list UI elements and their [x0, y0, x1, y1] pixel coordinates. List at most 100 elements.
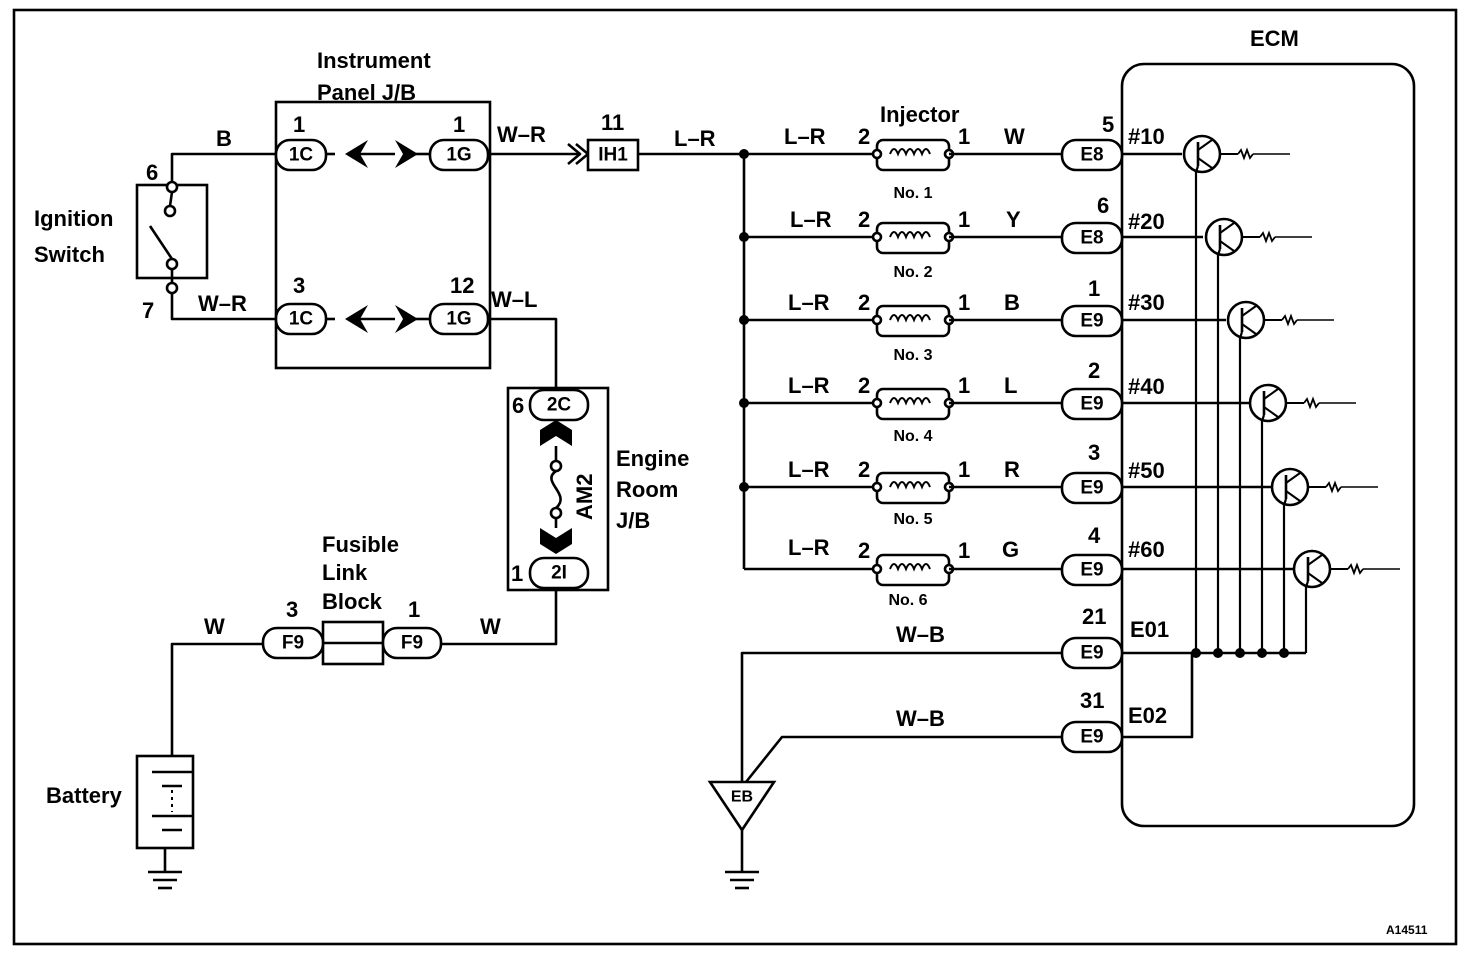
signal-6: #60: [1128, 537, 1165, 562]
pin-out-1: 1: [958, 124, 970, 149]
instrument-panel-jb-box: [274, 100, 492, 370]
injector-row-4: L–R 2 No. 4 1 L E9 2 #40: [739, 358, 1250, 445]
wire-label-out-3: B: [1004, 290, 1020, 315]
battery-box: [135, 754, 195, 850]
connector-label-4: E9: [1080, 394, 1103, 415]
ecm-pin-2: 6: [1097, 193, 1109, 218]
pin-in-5: 2: [858, 457, 870, 482]
wire-label-in-2: L–R: [790, 207, 832, 232]
connector-label-3: E9: [1080, 311, 1103, 332]
connector-1c-bottom-label: 1C: [289, 309, 314, 330]
pin-out-3: 1: [958, 290, 970, 315]
pin-2i: 1: [511, 561, 523, 586]
connector-1g-top-label: 1G: [446, 145, 471, 166]
ground-row-e01: E9 21 E01 W–B: [740, 604, 1169, 782]
wire-label-fuse-left: W: [204, 614, 225, 639]
signal-2: #20: [1128, 209, 1165, 234]
ecm-pin-4: 2: [1088, 358, 1100, 383]
transistor-1: [1182, 134, 1222, 174]
ecm-box: [1120, 62, 1416, 828]
fusible-link-block-label-3: Block: [322, 589, 383, 614]
connector-ih1-label: IH1: [598, 145, 628, 166]
injector-1: [875, 138, 951, 172]
injector-row-3: L–R 2 No. 3 1 B E9 1 #30: [739, 276, 1226, 364]
wire-label-in-3: L–R: [788, 290, 830, 315]
ground-pin-e02: 31: [1080, 688, 1104, 713]
transistor-6: [1292, 549, 1332, 589]
injector-5: [875, 471, 951, 505]
ecm-pin-6: 4: [1088, 523, 1101, 548]
wire-ign-bottom: [170, 293, 276, 321]
pin-1g-top: 1: [453, 112, 465, 137]
injector-6-label: No. 6: [888, 592, 927, 609]
jb-contact-top-left: [345, 140, 368, 168]
transistor-3: [1226, 300, 1266, 340]
injector-3: [875, 304, 951, 338]
eb-ground-point: [707, 780, 777, 833]
ecm-transistors: [1182, 134, 1400, 653]
injector-2: [875, 221, 951, 255]
connector-2i-label: 2I: [551, 563, 567, 584]
injector-3-label: No. 3: [893, 347, 932, 364]
wire-label-ign-top: B: [216, 126, 232, 151]
pin-1c-bottom: 3: [293, 273, 305, 298]
am2-label: AM2: [572, 474, 597, 520]
signal-1: #10: [1128, 124, 1165, 149]
ground-conn-e02: E9: [1080, 727, 1103, 748]
ecm-pin-5: 3: [1088, 440, 1100, 465]
pin-in-2: 2: [858, 207, 870, 232]
wire-label-in-6: L–R: [788, 535, 830, 560]
injector-row-6: L–R 2 No. 6 1 G E9 4 #60: [744, 523, 1294, 609]
injector-4-label: No. 4: [893, 428, 932, 445]
connector-label-1: E8: [1080, 145, 1103, 166]
pin-in-1: 2: [858, 124, 870, 149]
wire-jb-bottom-out: [488, 317, 558, 388]
ground-conn-e01: E9: [1080, 643, 1103, 664]
connector-label-6: E9: [1080, 560, 1103, 581]
injector-5-label: No. 5: [893, 511, 932, 528]
pin-in-4: 2: [858, 373, 870, 398]
wire-label-out-2: Y: [1006, 207, 1021, 232]
ignition-switch-label-1: Ignition: [34, 206, 113, 231]
signal-4: #40: [1128, 374, 1165, 399]
ecm-pin-3: 1: [1088, 276, 1100, 301]
connector-label-2: E8: [1080, 228, 1103, 249]
pin-f9-right: 1: [408, 597, 420, 622]
wire-label-out-1: W: [1004, 124, 1025, 149]
connector-f9-left-label: F9: [282, 633, 304, 654]
pin-out-5: 1: [958, 457, 970, 482]
connector-2c-label: 2C: [547, 395, 572, 416]
pin-ignition-6: 6: [146, 160, 158, 185]
pin-out-4: 1: [958, 373, 970, 398]
connector-f9-right-label: F9: [401, 633, 423, 654]
wire-label-out-6: G: [1002, 537, 1019, 562]
injector-1-label: No. 1: [893, 185, 932, 202]
engine-room-jb-label-1: Engine: [616, 446, 689, 471]
jb-contact-bottom-right: [395, 305, 418, 333]
ground-row-e02: E9 31 E02 W–B: [744, 688, 1167, 783]
pin-1g-bottom: 12: [450, 273, 474, 298]
wire-fuse-right: [440, 588, 558, 646]
jb-contact-top-right: [395, 140, 418, 168]
fusible-link-block-label-1: Fusible: [322, 532, 399, 557]
battery-label: Battery: [46, 783, 123, 808]
wire-label-out-4: L: [1004, 373, 1017, 398]
connector-label-5: E9: [1080, 478, 1103, 499]
eb-label: EB: [731, 789, 753, 806]
connector-f9-right: [381, 626, 443, 660]
injector-6: [875, 553, 951, 587]
pin-f9-left: 3: [286, 597, 298, 622]
ecm-label: ECM: [1250, 26, 1299, 51]
ground-signal-e01: E01: [1130, 617, 1169, 642]
pin-1c-top: 1: [293, 112, 305, 137]
injector-row-5: L–R 2 No. 5 1 R E9 3 #50: [739, 440, 1272, 528]
transistor-2: [1204, 217, 1244, 257]
wire-label-ih1-out: L–R: [674, 126, 716, 151]
connector-2c: [528, 388, 590, 422]
pin-ignition-7: 7: [142, 298, 154, 323]
injector-2-label: No. 2: [893, 264, 932, 281]
wire-label-fuse-right: W: [480, 614, 501, 639]
ecm-pin-1: 5: [1102, 112, 1114, 137]
wire-label-jb-top-out: W–R: [497, 122, 546, 147]
